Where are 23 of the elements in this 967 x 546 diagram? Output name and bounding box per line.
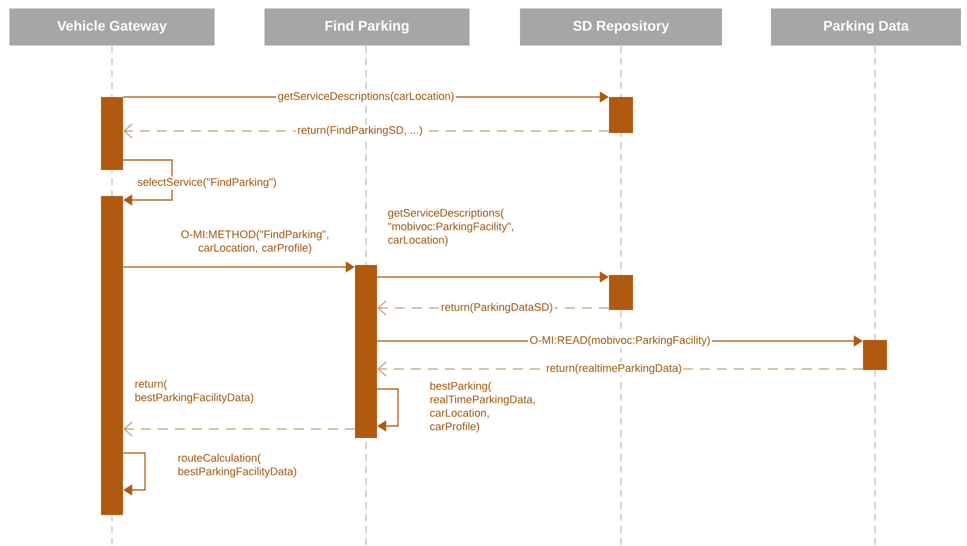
message-label: getServiceDescriptions(carLocation) [276, 90, 456, 104]
lifeline-header: Parking Data [771, 8, 961, 46]
message-label: getServiceDescriptions( "mobivoc:ParkingFacility", carLocation) [388, 208, 514, 246]
message-label: O-MI:METHOD("FindParking", carLocation, carProfile) [181, 230, 328, 254]
message-label: routeCalculation( bestParkingFacilityData) [178, 454, 296, 478]
message-arrow [123, 452, 146, 496]
lifeline-header: Vehicle Gateway [10, 8, 214, 46]
message-arrow [123, 159, 173, 206]
message-label: bestParking( realTimeParkingData, carLocation, carProfile) [430, 382, 535, 432]
message-arrow [377, 388, 399, 432]
activation-bar [609, 275, 633, 310]
message-arrow [123, 422, 355, 436]
message-label: return( bestParkingFacilityData) [135, 380, 254, 404]
lifeline-header: SD Repository [520, 8, 722, 46]
activation-bar [609, 97, 633, 133]
lifeline-header: Find Parking [264, 8, 470, 46]
message-label: O-MI:READ(mobivoc:ParkingFacility) [528, 334, 712, 348]
message-label: return(ParkingDataSD) [440, 301, 554, 315]
message-label: return(realtimeParkingData) [544, 362, 684, 376]
activation-bar [101, 97, 123, 170]
message-label: selectService("FindParking") [136, 176, 278, 190]
activation-bar [863, 340, 887, 370]
message-label: return(FindParkingSD, ...) [296, 124, 424, 138]
